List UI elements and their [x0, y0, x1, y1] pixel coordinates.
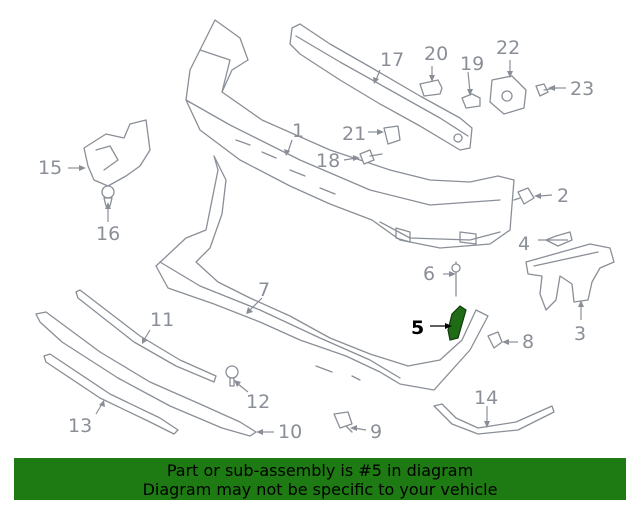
- part-5-highlighted-bracket: [447, 305, 467, 341]
- callout-7: 7: [258, 279, 270, 301]
- callout-2: 2: [557, 185, 569, 207]
- callout-12: 12: [246, 391, 270, 413]
- callout-4: 4: [518, 233, 530, 255]
- part-10-lower-valance: [35, 311, 257, 437]
- callout-22: 22: [496, 37, 520, 59]
- callout-19: 19: [460, 53, 484, 75]
- part-1-bumper-upper: [185, 19, 515, 249]
- part-18-screw: [359, 149, 383, 165]
- banner-line-2: Diagram may not be specific to your vehi…: [142, 480, 498, 499]
- callout-21: 21: [342, 123, 366, 145]
- part-11-trim-strip: [75, 289, 217, 383]
- part-2-screw: [513, 187, 535, 205]
- parts-diagram: 1 2 3 4 5 6 7 8 9 10 11 12 13 14 15 16 1…: [35, 19, 615, 443]
- part-21-clip: [383, 125, 401, 145]
- callout-3: 3: [574, 323, 586, 345]
- callout-17: 17: [380, 49, 404, 71]
- part-22-sensor-bracket: [489, 75, 527, 115]
- callout-13: 13: [68, 415, 92, 437]
- part-17-reinforcement-beam: [289, 23, 473, 151]
- callout-23: 23: [570, 78, 594, 100]
- part-4-screw: [545, 231, 573, 247]
- part-3-lower-bracket: [525, 243, 615, 311]
- callout-9: 9: [370, 421, 382, 443]
- callout-15: 15: [38, 157, 62, 179]
- part-6-clip: [451, 261, 461, 297]
- part-16-clip: [101, 185, 115, 207]
- callout-16: 16: [96, 223, 120, 245]
- callout-11: 11: [150, 309, 174, 331]
- part-20-clip: [419, 79, 443, 97]
- info-banner: Part or sub-assembly is #5 in diagram Di…: [14, 458, 626, 500]
- callout-8: 8: [522, 331, 534, 353]
- banner-line-1: Part or sub-assembly is #5 in diagram: [166, 461, 474, 480]
- part-9-sensor: [333, 411, 353, 433]
- leader-lines: [68, 60, 584, 435]
- callout-20: 20: [424, 43, 448, 65]
- callout-18: 18: [316, 150, 340, 172]
- part-7-lower-bumper-cover: [155, 155, 489, 391]
- part-13-trim-molding: [43, 353, 179, 435]
- part-8-clip: [487, 331, 503, 349]
- part-19-clip: [461, 93, 481, 109]
- part-14-reflector-trim: [433, 403, 555, 435]
- part-23-screw: [535, 83, 557, 97]
- callout-14: 14: [474, 387, 498, 409]
- callout-10: 10: [278, 421, 302, 443]
- callout-1: 1: [292, 120, 304, 142]
- part-15-side-bracket: [83, 119, 151, 187]
- callout-6: 6: [423, 263, 435, 285]
- part-12-clip: [225, 365, 239, 387]
- callout-5: 5: [411, 317, 424, 339]
